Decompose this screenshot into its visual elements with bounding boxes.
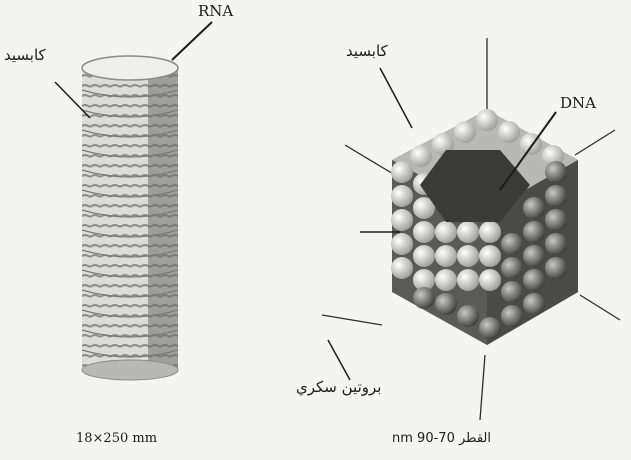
- helical-top-cap: [82, 56, 178, 80]
- capsid-right-pointer: [380, 68, 412, 128]
- helical-virus: [55, 22, 212, 380]
- helical-bottom-cap: [82, 360, 178, 380]
- glycoprotein-label: بروتين سكري: [296, 380, 381, 395]
- rna-label: RNA: [198, 4, 233, 19]
- rna-pointer: [172, 22, 212, 60]
- dna-label: DNA: [560, 96, 596, 111]
- icosahedral-diameter-label: القطر 70-90 nm: [392, 432, 491, 445]
- helical-dimension-label: 18×250 mm: [76, 432, 157, 445]
- capsid-right-label: كابسيد: [346, 44, 388, 59]
- capsid-left-label: كابسيد: [4, 48, 46, 63]
- glycoprotein-pointer: [328, 340, 350, 380]
